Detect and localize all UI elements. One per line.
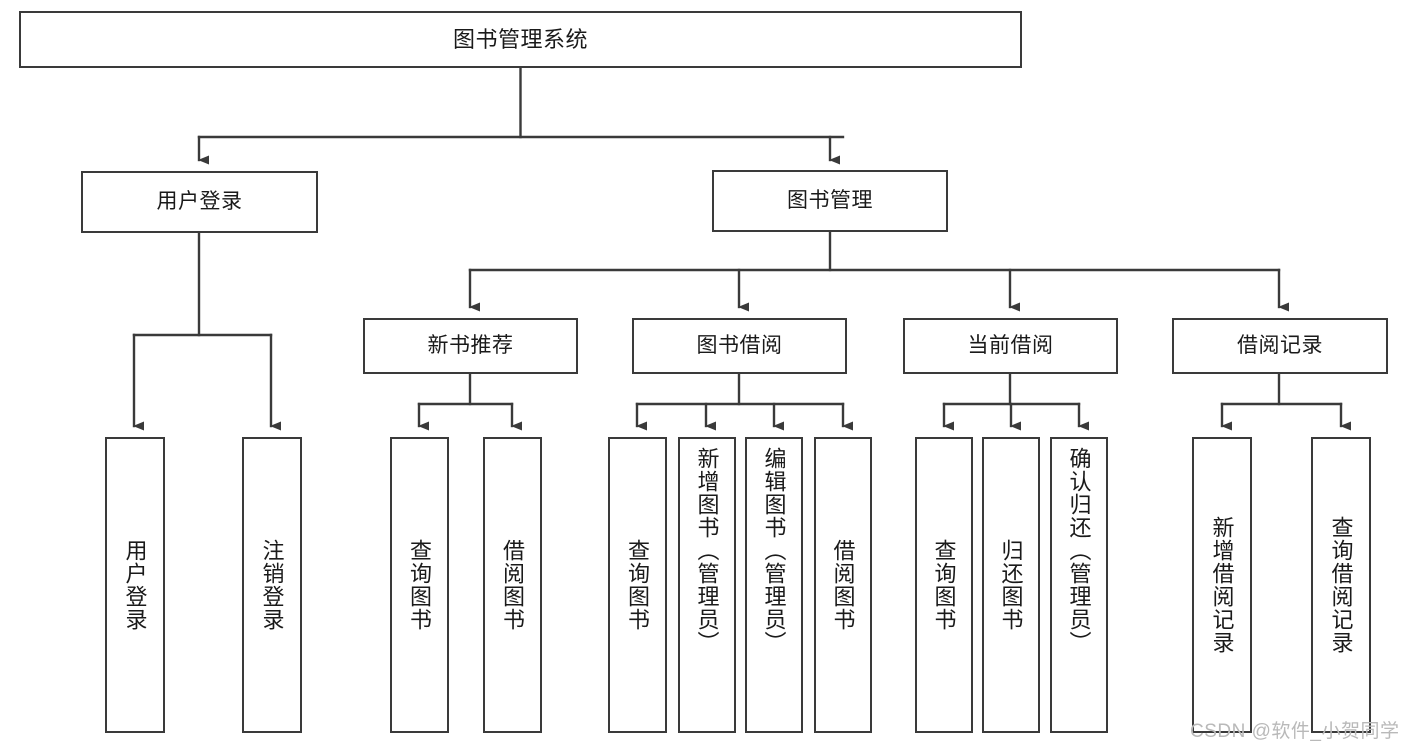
leaf-user-login-login[interactable]: 用户登录 (105, 437, 165, 733)
leaf-book-borrow-add[interactable]: 新增图书（管理员） (678, 437, 736, 733)
node-root-system[interactable]: 图书管理系统 (19, 11, 1022, 68)
leaf-user-login-logout-label: 注销登录 (259, 539, 285, 631)
node-user-login[interactable]: 用户登录 (81, 171, 318, 233)
leaf-user-login-login-label: 用户登录 (122, 539, 148, 631)
leaf-new-book-borrow-label: 借阅图书 (500, 539, 526, 631)
node-borrow-record[interactable]: 借阅记录 (1172, 318, 1388, 374)
leaf-borrow-record-query-label: 查询借阅记录 (1328, 516, 1354, 654)
leaf-new-book-borrow[interactable]: 借阅图书 (483, 437, 542, 733)
leaf-current-borrow-query[interactable]: 查询图书 (915, 437, 973, 733)
leaf-book-borrow-edit-label: 编辑图书（管理员） (761, 447, 787, 654)
leaf-current-borrow-confirm-return-label: 确认归还（管理员） (1066, 447, 1092, 654)
node-user-login-label: 用户登录 (156, 189, 243, 213)
leaf-new-book-query[interactable]: 查询图书 (390, 437, 449, 733)
leaf-user-login-logout[interactable]: 注销登录 (242, 437, 302, 733)
csdn-watermark: CSDN @软件_小贺同学 (1190, 721, 1400, 742)
leaf-book-borrow-add-label: 新增图书（管理员） (694, 447, 720, 654)
leaf-current-borrow-return-label: 归还图书 (998, 539, 1024, 631)
node-new-book-recommend-label: 新书推荐 (427, 333, 514, 357)
leaf-current-borrow-confirm-return[interactable]: 确认归还（管理员） (1050, 437, 1108, 733)
leaf-borrow-record-query[interactable]: 查询借阅记录 (1311, 437, 1371, 733)
leaf-book-borrow-borrow[interactable]: 借阅图书 (814, 437, 872, 733)
node-book-borrow[interactable]: 图书借阅 (632, 318, 847, 374)
leaf-book-borrow-query-label: 查询图书 (625, 539, 651, 631)
node-current-borrow-label: 当前借阅 (967, 333, 1054, 357)
leaf-borrow-record-add-label: 新增借阅记录 (1209, 516, 1235, 654)
leaf-current-borrow-return[interactable]: 归还图书 (982, 437, 1040, 733)
node-book-management-label: 图书管理 (787, 188, 873, 212)
node-current-borrow[interactable]: 当前借阅 (903, 318, 1118, 374)
node-root-system-label: 图书管理系统 (452, 26, 588, 52)
node-borrow-record-label: 借阅记录 (1237, 333, 1323, 357)
leaf-current-borrow-query-label: 查询图书 (931, 539, 957, 631)
leaf-borrow-record-add[interactable]: 新增借阅记录 (1192, 437, 1252, 733)
node-new-book-recommend[interactable]: 新书推荐 (363, 318, 578, 374)
leaf-book-borrow-query[interactable]: 查询图书 (608, 437, 667, 733)
leaf-book-borrow-borrow-label: 借阅图书 (830, 539, 856, 631)
leaf-book-borrow-edit[interactable]: 编辑图书（管理员） (745, 437, 803, 733)
node-book-management[interactable]: 图书管理 (712, 170, 948, 232)
node-book-borrow-label: 图书借阅 (696, 333, 783, 357)
leaf-new-book-query-label: 查询图书 (407, 539, 433, 631)
